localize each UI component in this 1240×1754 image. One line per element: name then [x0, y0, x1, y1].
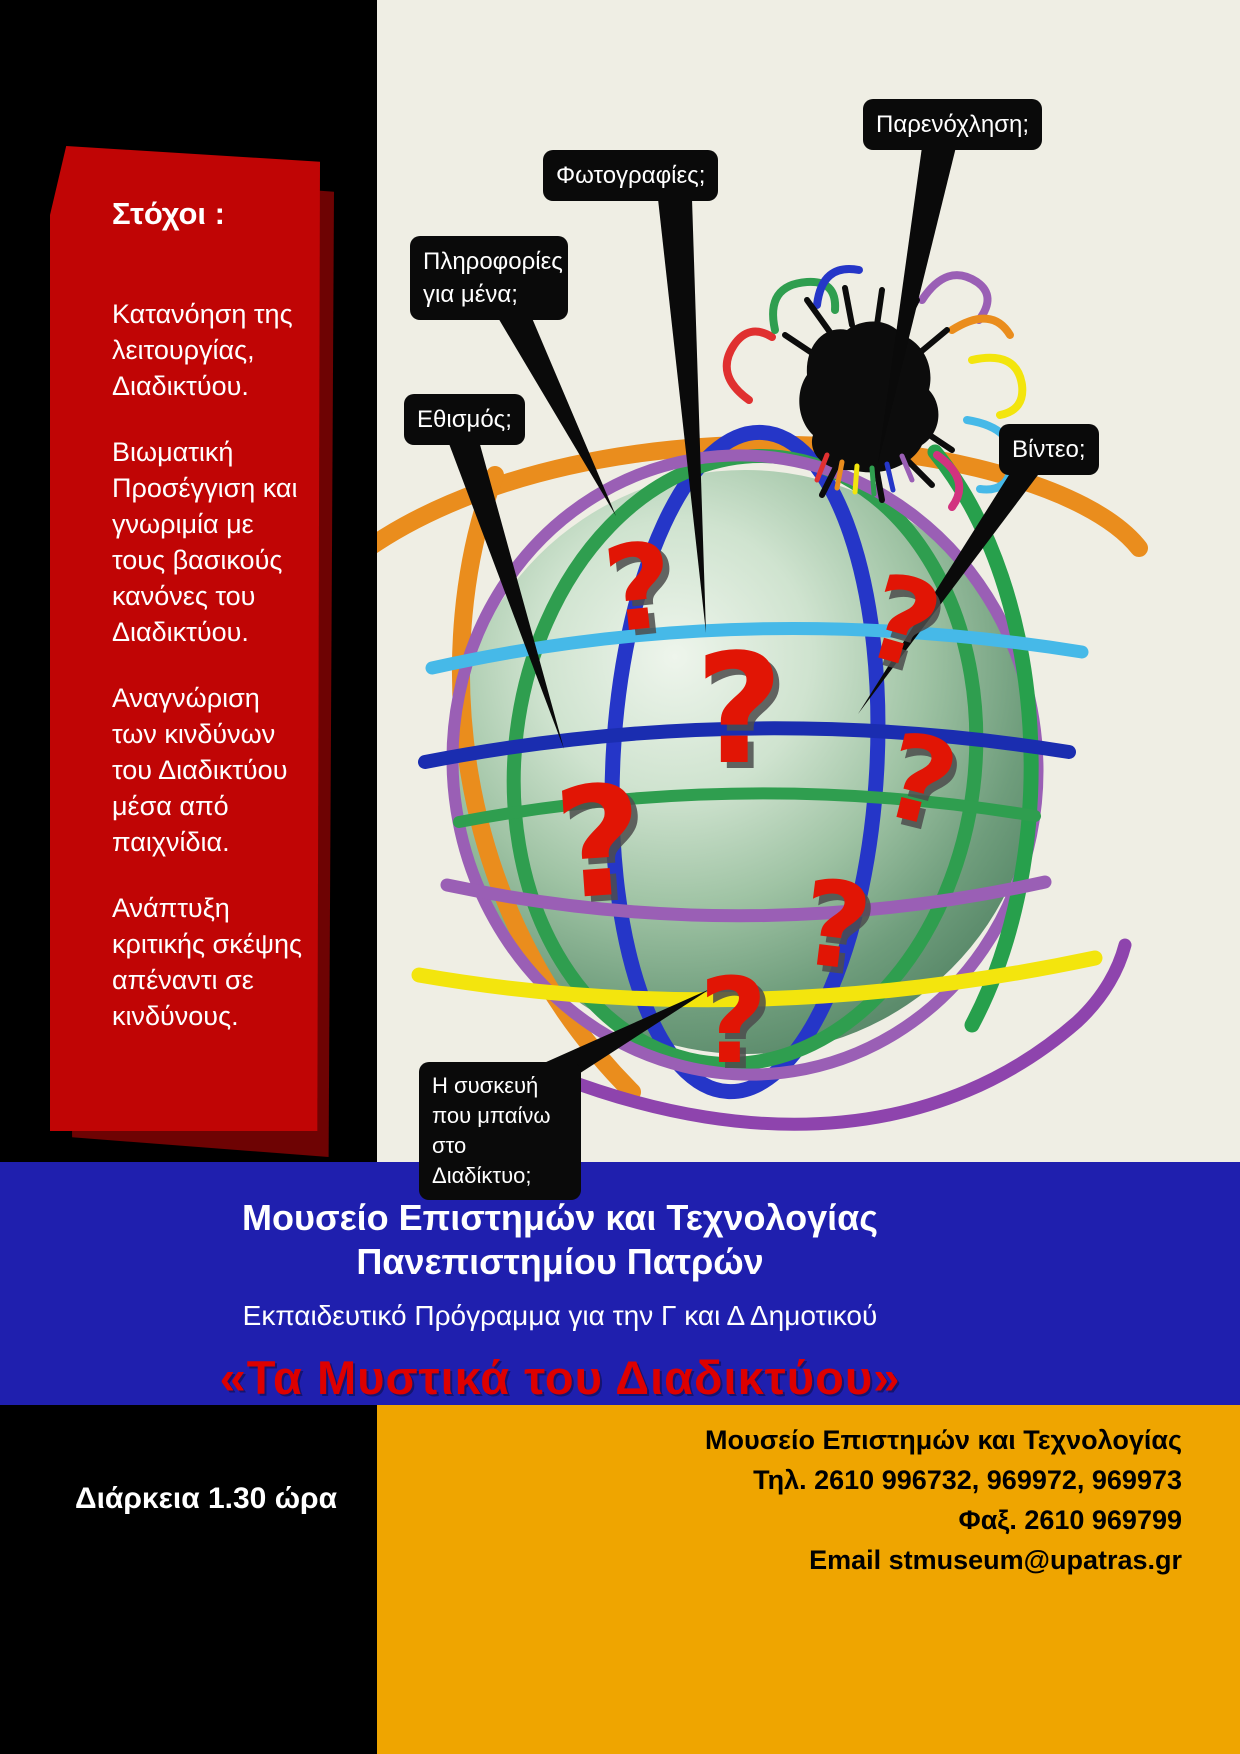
question-mark: ? ? — [549, 751, 656, 940]
svg-text:?: ? — [701, 627, 789, 804]
svg-text:?: ? — [699, 952, 767, 1090]
callout-personal-info: Πληροφορίες για μένα; — [410, 236, 568, 320]
tentacle-curls — [722, 265, 1027, 511]
contact-fax: Φαξ. 2610 969799 — [958, 1505, 1182, 1535]
footer-orange-panel — [377, 1405, 1240, 1754]
svg-text:?: ? — [598, 515, 681, 659]
svg-text:?: ? — [799, 860, 884, 1005]
callout-addiction: Εθισμός; — [404, 394, 525, 445]
creature-monster — [782, 285, 955, 503]
question-mark: ? ? — [695, 621, 789, 804]
callout-tail — [448, 441, 564, 749]
blue-banner: Μουσείο Επιστημών και Τεχνολογίας Πανεπι… — [0, 1162, 1240, 1405]
goal-item: Βιωματική Προσέγγιση και γνωριμία με του… — [112, 437, 298, 647]
question-mark: ? ? — [598, 515, 687, 665]
museum-name-line1: Μουσείο Επιστημών και Τεχνολογίας — [242, 1197, 878, 1238]
callout-tail — [878, 147, 956, 463]
svg-text:?: ? — [556, 757, 656, 940]
footer-black-panel — [0, 1405, 377, 1754]
rainbow-fringe — [814, 452, 915, 497]
duration-text: Διάρκεια 1.30 ώρα — [75, 1482, 338, 1515]
program-subtitle: Εκπαιδευτικό Πρόγραμμα για την Γ και Δ Δ… — [242, 1300, 878, 1331]
callout-tail — [494, 311, 616, 516]
goals-heading: Στόχοι : — [112, 196, 225, 231]
contact-phone: Τηλ. 2610 996732, 969972, 969973 — [753, 1465, 1182, 1495]
svg-text:?: ? — [794, 853, 879, 998]
contact-block: Μουσείο Επιστημών και Τεχνολογίας Τηλ. 2… — [705, 1420, 1182, 1580]
globe-illustration: ? ? ? ? ? ? ? ? ? ? ? ? — [377, 147, 1148, 1131]
goals-list: Στόχοι : Κατανόηση της λειτουργίας, Διαδ… — [112, 196, 312, 1064]
contact-email: Email stmuseum@upatras.gr — [809, 1545, 1182, 1575]
svg-text:?: ? — [695, 621, 783, 798]
goal-item: Αναγνώριση των κινδύνων του Διαδικτύου μ… — [112, 683, 288, 857]
svg-text:?: ? — [705, 958, 773, 1096]
museum-name-line2: Πανεπιστημίου Πατρών — [356, 1241, 764, 1282]
svg-text:?: ? — [604, 521, 687, 665]
question-marks: ? ? ? ? ? ? ? ? ? ? ? ? — [549, 515, 974, 1096]
callout-tails — [448, 147, 1044, 1090]
goal-item: Κατανόηση της λειτουργίας, Διαδικτύου. — [112, 299, 293, 401]
question-mark: ? ? — [794, 853, 884, 1005]
callout-device: Η συσκευή που μπαίνω στο Διαδίκτυο; — [419, 1062, 581, 1200]
svg-text:?: ? — [549, 751, 649, 934]
poster-title: «Τα Μυστικά του Διαδικτύου» — [219, 1351, 901, 1404]
callout-tail — [858, 467, 1044, 714]
question-mark: ? ? — [699, 952, 773, 1096]
callout-harassment: Παρενόχληση; — [863, 99, 1043, 150]
goal-item: Ανάπτυξη κριτικής σκέψης απέναντι σε κιν… — [112, 893, 303, 1031]
callout-photos: Φωτογραφίες; — [543, 150, 719, 201]
banner-text-block: Μουσείο Επιστημών και Τεχνολογίας Πανεπι… — [0, 1162, 1120, 1405]
callout-tail — [658, 199, 706, 633]
contact-museum: Μουσείο Επιστημών και Τεχνολογίας — [705, 1425, 1182, 1455]
goals-ribbon — [50, 146, 320, 1131]
callout-video: Βίντεο; — [999, 424, 1099, 475]
